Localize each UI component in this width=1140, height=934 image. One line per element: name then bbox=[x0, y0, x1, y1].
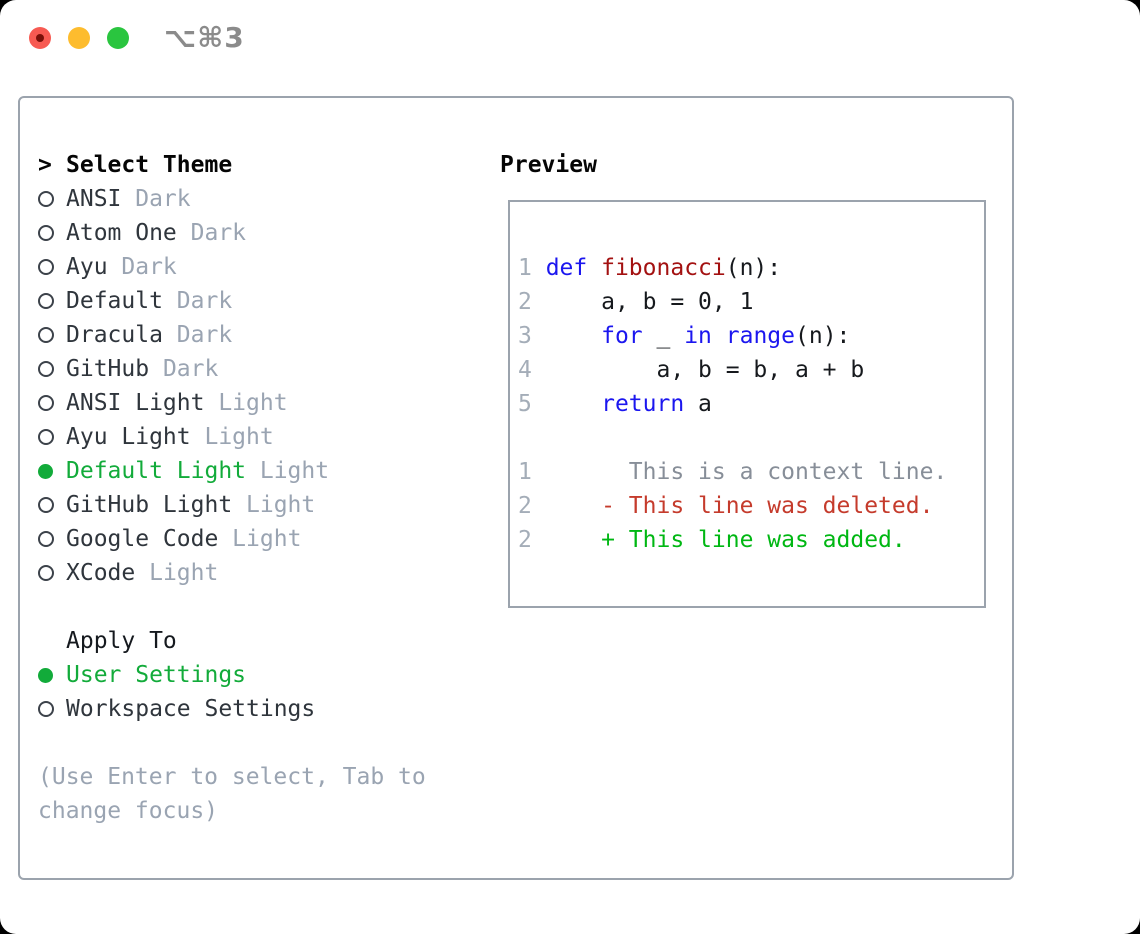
theme-option-ansi[interactable]: ANSI Dark bbox=[38, 182, 426, 216]
preview-pane: 1 def fibonacci(n): 2 a, b = 0, 1 3 for _ … bbox=[508, 200, 986, 608]
code-line: 2 a, b = 0, 1 bbox=[518, 289, 754, 315]
theme-variant: Light bbox=[190, 424, 274, 450]
theme-variant: Light bbox=[135, 560, 219, 586]
apply-to-title: Apply To bbox=[66, 628, 177, 654]
theme-name: Google Code bbox=[66, 526, 219, 552]
apply-option-name: User Settings bbox=[66, 662, 247, 688]
radio-icon bbox=[38, 497, 66, 513]
radio-icon bbox=[38, 259, 66, 275]
code-line: 5 return a bbox=[518, 391, 712, 417]
code-line: 1 This is a context line. bbox=[518, 459, 948, 485]
hint-line-2: change focus) bbox=[38, 798, 219, 824]
theme-variant: Light bbox=[232, 492, 316, 518]
theme-name: Default bbox=[66, 288, 163, 314]
code-line: 2 - This line was deleted. bbox=[518, 493, 934, 519]
theme-name: Atom One bbox=[66, 220, 177, 246]
theme-option-github[interactable]: GitHub Dark bbox=[38, 352, 426, 386]
minimize-button[interactable] bbox=[68, 27, 90, 49]
theme-variant: Dark bbox=[162, 288, 233, 314]
radio-icon bbox=[38, 327, 66, 343]
theme-option-default-light[interactable]: Default Light Light bbox=[38, 454, 426, 488]
select-theme-header-row: > Select Theme bbox=[38, 148, 426, 182]
theme-name: GitHub bbox=[66, 356, 150, 382]
radio-icon bbox=[38, 429, 66, 445]
theme-name: ANSI Light bbox=[66, 390, 205, 416]
radio-icon bbox=[38, 225, 66, 241]
window-shortcut-label: ⌥⌘3 bbox=[164, 21, 245, 54]
spacer-row bbox=[38, 726, 426, 760]
theme-variant: Dark bbox=[107, 254, 177, 280]
theme-name: XCode bbox=[66, 560, 136, 586]
theme-name: Default Light bbox=[66, 458, 247, 484]
radio-icon bbox=[38, 191, 66, 207]
code-line: 1 def fibonacci(n): bbox=[518, 255, 782, 281]
theme-variant: Light bbox=[204, 390, 288, 416]
theme-variant: Dark bbox=[121, 186, 191, 212]
radio-icon bbox=[38, 531, 66, 547]
radio-icon bbox=[38, 293, 66, 309]
code-line bbox=[518, 421, 984, 455]
theme-variant: Dark bbox=[149, 356, 219, 382]
preview-title: Preview bbox=[500, 152, 597, 178]
radio-icon bbox=[38, 395, 66, 411]
spacer-row bbox=[38, 590, 426, 624]
radio-icon bbox=[38, 361, 66, 377]
theme-option-atom-one[interactable]: Atom One Dark bbox=[38, 216, 426, 250]
titlebar: ⌥⌘3 bbox=[0, 0, 1140, 76]
theme-name: Ayu bbox=[66, 254, 108, 280]
apply-option-user-settings[interactable]: User Settings bbox=[38, 658, 426, 692]
theme-option-google-code[interactable]: Google Code Light bbox=[38, 522, 426, 556]
apply-option-name: Workspace Settings bbox=[66, 696, 316, 722]
theme-name: ANSI bbox=[66, 186, 122, 212]
theme-option-default[interactable]: Default Dark bbox=[38, 284, 426, 318]
radio-icon bbox=[38, 565, 66, 581]
code-line: 3 for _ in range(n): bbox=[518, 323, 851, 349]
theme-option-dracula[interactable]: Dracula Dark bbox=[38, 318, 426, 352]
radio-icon bbox=[38, 701, 66, 717]
theme-variant: Dark bbox=[162, 322, 233, 348]
close-button[interactable] bbox=[29, 27, 51, 49]
radio-selected-icon bbox=[38, 463, 66, 479]
theme-name: GitHub Light bbox=[66, 492, 233, 518]
zoom-button[interactable] bbox=[107, 27, 129, 49]
theme-name: Dracula bbox=[66, 322, 163, 348]
radio-selected-icon bbox=[38, 667, 66, 683]
theme-variant: Light bbox=[246, 458, 330, 484]
theme-option-ayu-light[interactable]: Ayu Light Light bbox=[38, 420, 426, 454]
apply-to-header-row: Apply To bbox=[38, 624, 426, 658]
hint-line-1: (Use Enter to select, Tab to bbox=[38, 764, 426, 790]
theme-variant: Light bbox=[218, 526, 302, 552]
theme-option-ansi-light[interactable]: ANSI Light Light bbox=[38, 386, 426, 420]
select-theme-title: Select Theme bbox=[66, 152, 233, 178]
theme-option-ayu[interactable]: Ayu Dark bbox=[38, 250, 426, 284]
theme-option-xcode[interactable]: XCode Light bbox=[38, 556, 426, 590]
apply-option-workspace-settings[interactable]: Workspace Settings bbox=[38, 692, 426, 726]
theme-name: Ayu Light bbox=[66, 424, 191, 450]
theme-variant: Dark bbox=[176, 220, 247, 246]
code-line: 4 a, b = b, a + b bbox=[518, 357, 865, 383]
cursor-indicator: > bbox=[38, 152, 52, 178]
code-line: 2 + This line was added. bbox=[518, 527, 906, 553]
theme-option-github-light[interactable]: GitHub Light Light bbox=[38, 488, 426, 522]
